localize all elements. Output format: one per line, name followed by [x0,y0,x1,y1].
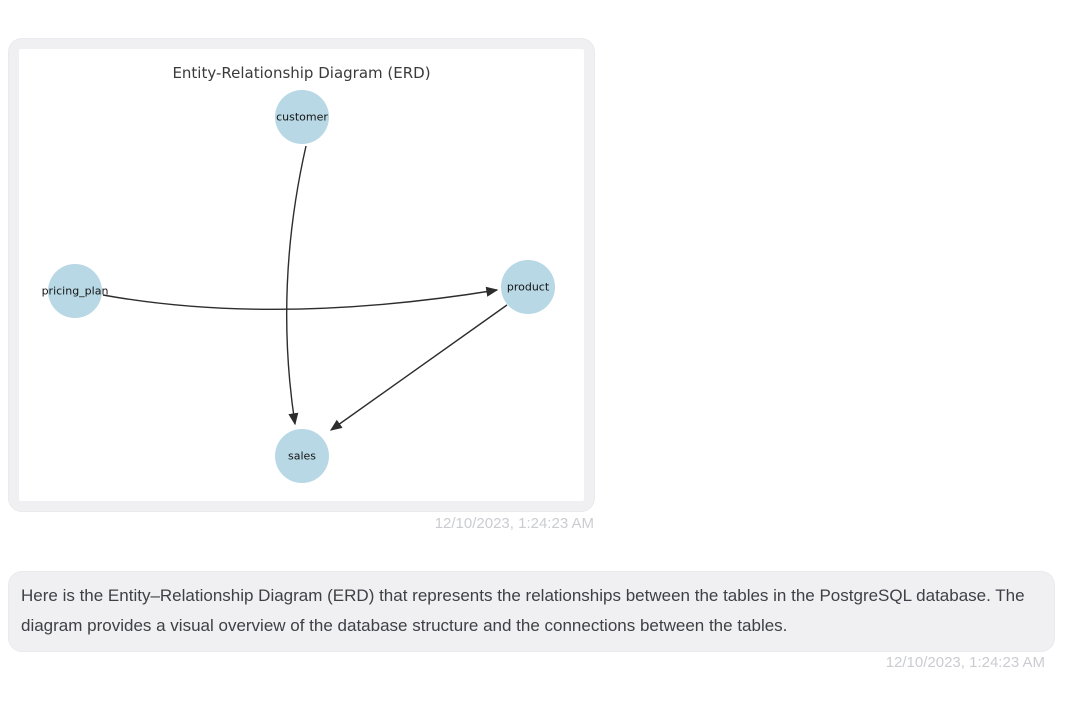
node-product-label: product [507,281,550,294]
diagram-message-bubble: Entity-Relationship Diagram (ERD) custom… [8,38,595,512]
text-message-timestamp: 12/10/2023, 1:24:23 AM [885,654,1045,671]
node-product [501,260,555,314]
node-customer [275,90,329,144]
edge-pricing-plan-product [102,286,499,311]
text-message-bubble: Here is the Entity–Relationship Diagram … [8,571,1055,652]
diagram-message-timestamp: 12/10/2023, 1:24:23 AM [434,515,594,532]
erd-graph: customer pricing_plan product sales [42,90,555,483]
erd-title: Entity-Relationship Diagram (ERD) [172,64,431,82]
erd-figure: Entity-Relationship Diagram (ERD) custom… [19,49,584,501]
node-pricing-plan-label: pricing_plan [42,285,109,298]
edge-customer-sales [285,145,307,426]
message-text: Here is the Entity–Relationship Diagram … [21,586,1025,635]
node-sales-label: sales [288,450,316,463]
node-customer-label: customer [276,111,328,124]
edge-product-sales [329,304,508,431]
clipped-previous-timestamp: 12/10/2023, 1:24:23 AM [686,0,845,2]
node-pricing-plan [48,264,102,318]
node-sales [275,429,329,483]
